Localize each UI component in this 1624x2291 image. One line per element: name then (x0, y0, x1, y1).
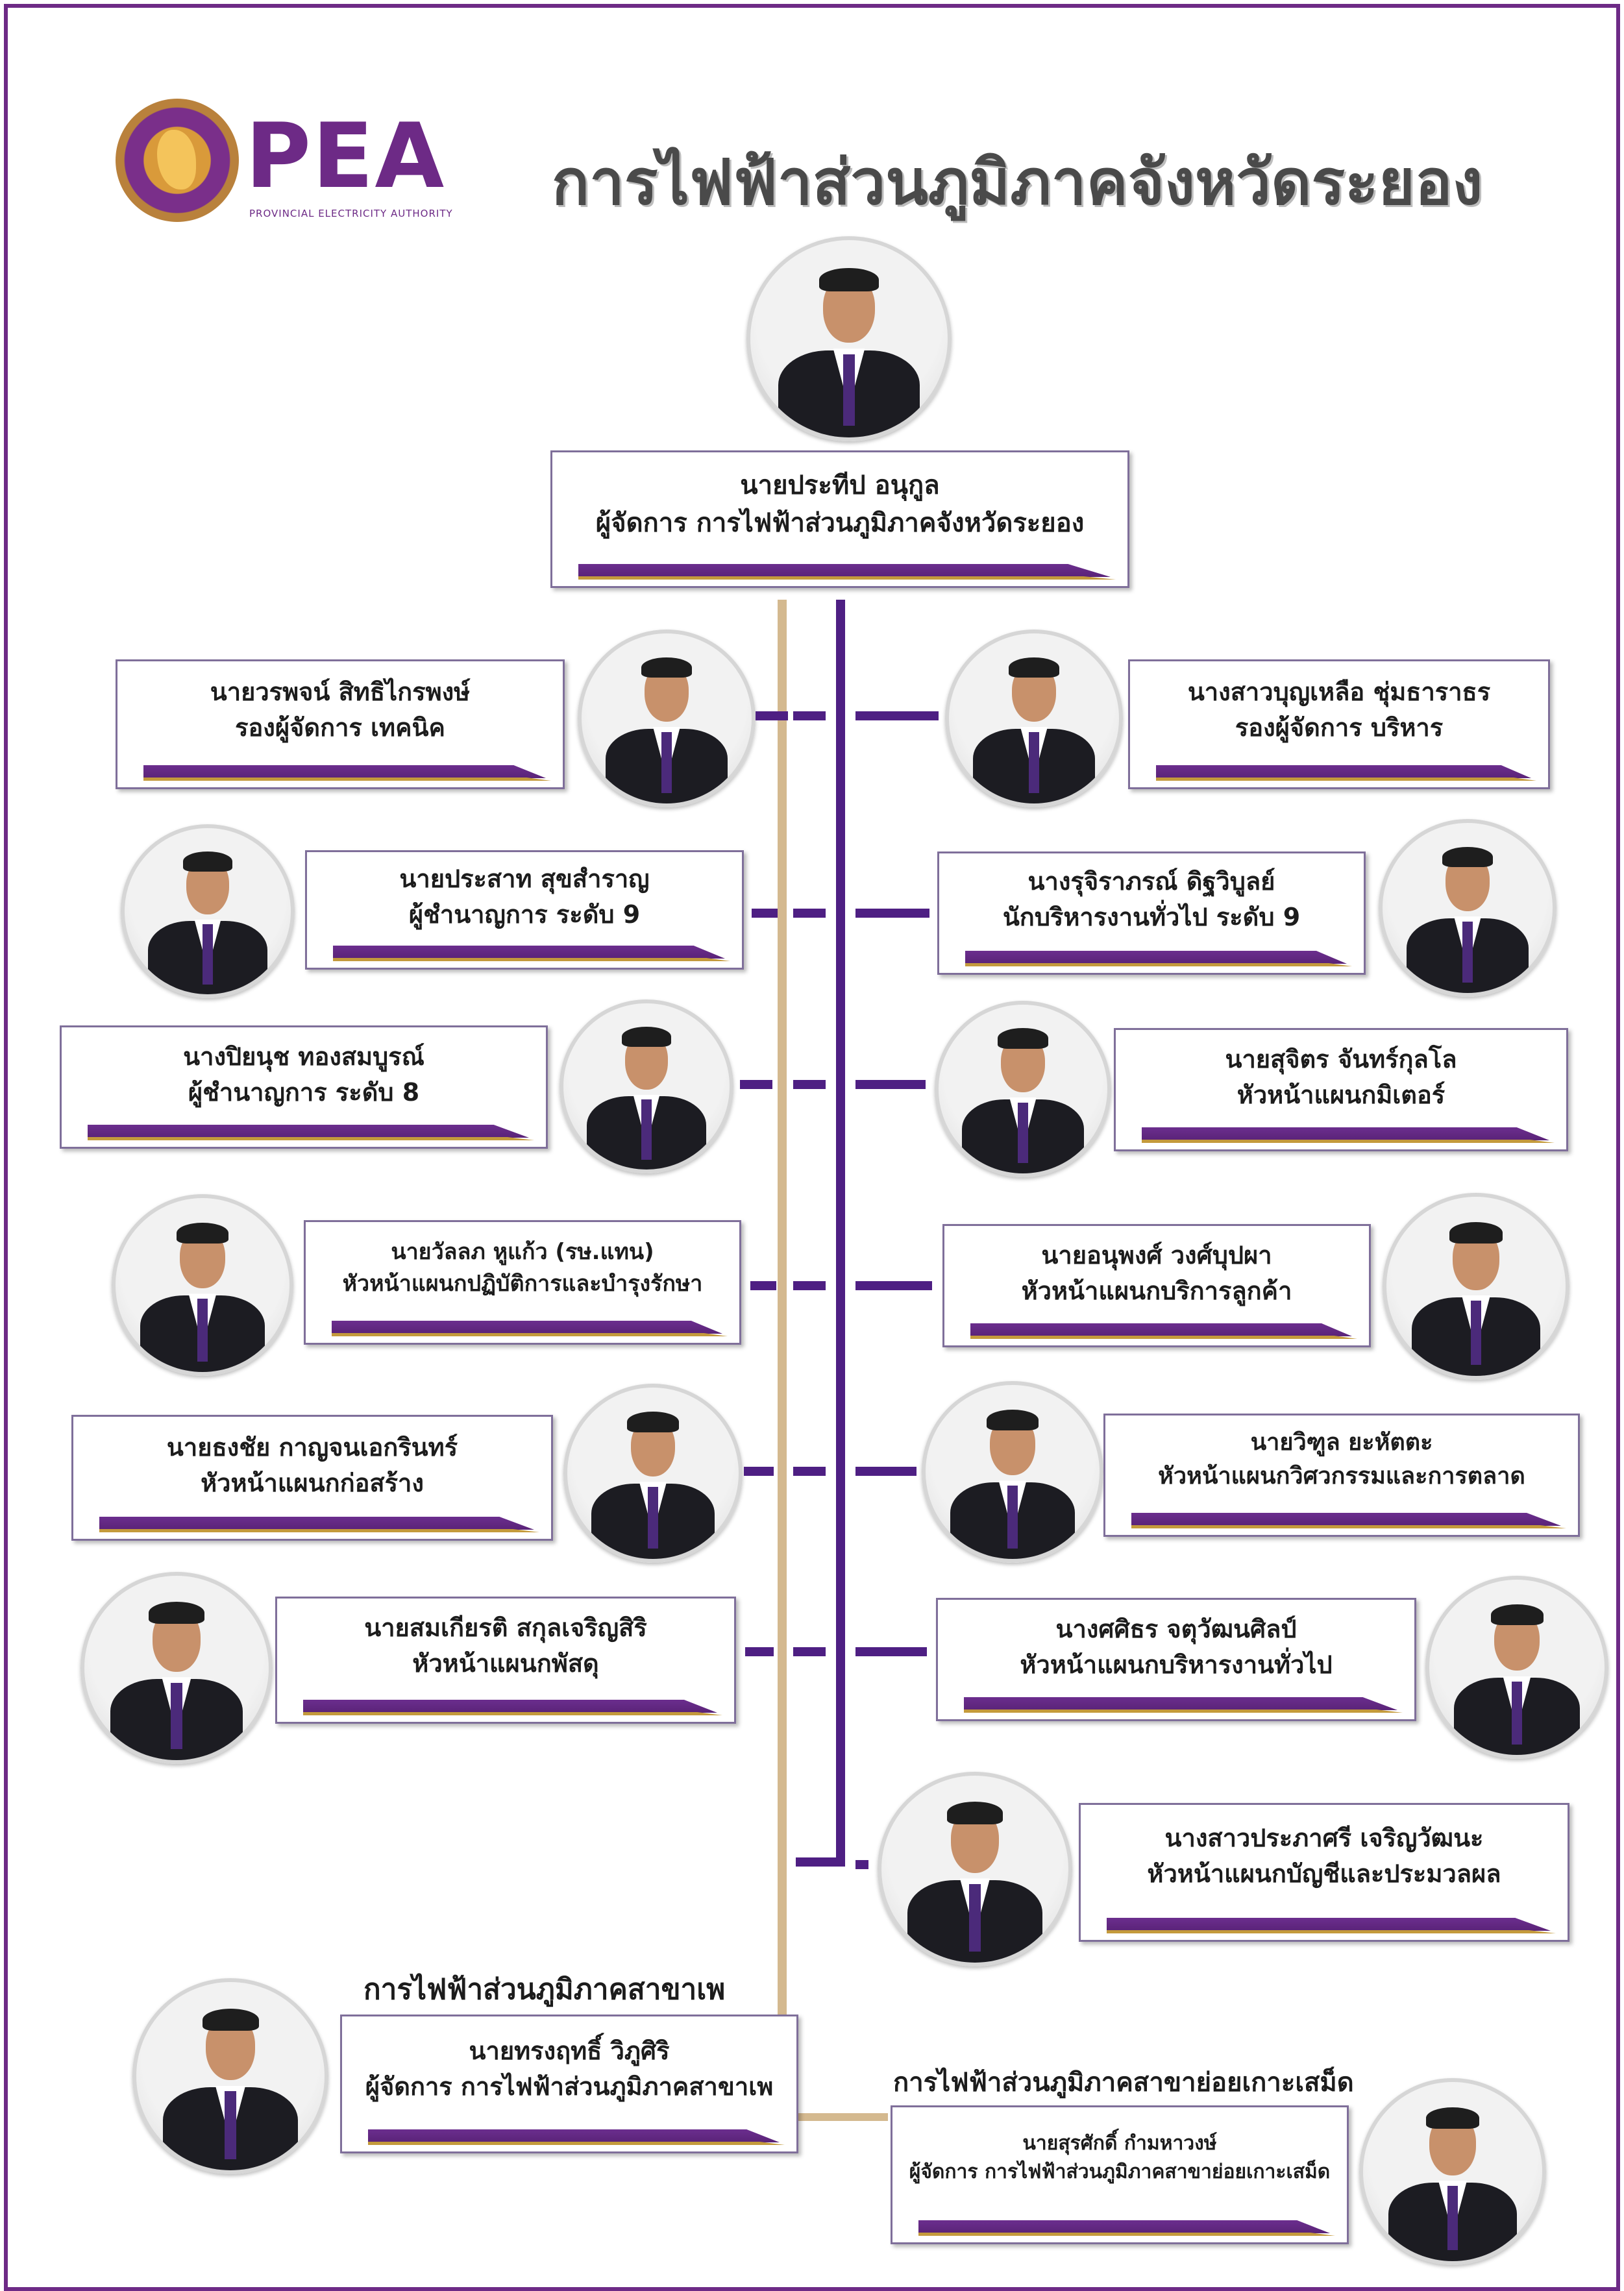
connector-right-7 (855, 1860, 868, 1869)
manager-card: นายประทีป อนุกูล ผู้จัดการ การไฟฟ้าส่วนภ… (550, 450, 1129, 588)
connector-left-6b (793, 1647, 826, 1656)
connector-right-5 (855, 1467, 917, 1476)
page-title: การไฟฟ้าส่วนภูมิภาคจังหวัดระยอง (552, 146, 1483, 219)
connector-right-2 (855, 909, 929, 918)
staff-photo-right-5 (922, 1381, 1103, 1563)
staff-photo-left-5 (563, 1384, 743, 1563)
connector-right-4 (855, 1281, 932, 1290)
branch-phe-position: ผู้จัดการ การไฟฟ้าส่วนภูมิภาคสาขาเพ (365, 2072, 774, 2101)
staff-position: ผู้ชำนาญการ ระดับ 9 (408, 900, 641, 929)
branch-connector (797, 2113, 888, 2121)
staff-position: รองผู้จัดการ เทคนิค (235, 713, 445, 742)
staff-photo-left-4 (112, 1194, 293, 1376)
branch-phe-name: นายทรงฤทธิ์ วิภูศิริ (469, 2037, 670, 2065)
staff-name: นายอนุพงศ์ วงศ์บุปผา (1041, 1241, 1272, 1269)
connector-left-2 (752, 909, 778, 918)
branch-phe-card: นายทรงฤทธิ์ วิภูศิริ ผู้จัดการ การไฟฟ้าส… (340, 2015, 798, 2153)
staff-position: หัวหน้าแผนกบัญชีและประมวลผล (1147, 1859, 1501, 1889)
staff-card-right-2: นางรุจิราภรณ์ ดิฐวิบูลย์ นักบริหารงานทั่… (937, 851, 1366, 975)
staff-card-left-6: นายสมเกียรติ สกุลเจริญสิริ หัวหน้าแผนกพั… (275, 1597, 736, 1724)
staff-photo-right-4 (1383, 1193, 1569, 1380)
branch-samet-position: ผู้จัดการ การไฟฟ้าส่วนภูมิภาคสาขาย่อยเกา… (909, 2160, 1331, 2183)
trunk-end-cap (796, 1857, 845, 1867)
connector-left-5 (744, 1467, 774, 1476)
staff-position: หัวหน้าแผนกก่อสร้าง (201, 1469, 424, 1498)
pea-seal-logo (116, 99, 239, 222)
connector-left-6 (745, 1647, 774, 1656)
staff-position: หัวหน้าแผนกบริหารงานทั่วไป (1020, 1650, 1333, 1680)
staff-card-right-6: นางศศิธร จตุวัฒนศิลป์ หัวหน้าแผนกบริหารง… (936, 1598, 1416, 1721)
staff-photo-left-2 (121, 824, 295, 998)
staff-photo-left-6 (80, 1572, 273, 1764)
manager-photo (746, 236, 952, 441)
staff-photo-left-3 (560, 999, 733, 1173)
staff-name: นายสมเกียรติ สกุลเจริญสิริ (364, 1613, 647, 1642)
staff-position: ผู้ชำนาญการ ระดับ 8 (188, 1078, 420, 1107)
staff-name: นายวรพจน์ สิทธิไกรพงษ์ (210, 678, 471, 706)
staff-photo-right-2 (1379, 819, 1556, 997)
manager-position: ผู้จัดการ การไฟฟ้าส่วนภูมิภาคจังหวัดระยอ… (595, 508, 1085, 538)
branch-samet-card: นายสุรศักดิ์ กำมหาวงษ์ ผู้จัดการ การไฟฟ้… (891, 2105, 1349, 2244)
staff-name: นางปิยนุช ทองสมบูรณ์ (183, 1042, 424, 1071)
connector-right-1 (855, 711, 939, 720)
connector-left-5b (793, 1467, 826, 1476)
pea-logo-subtitle: PROVINCIAL ELECTRICITY AUTHORITY (249, 208, 453, 219)
staff-name: นายธงชัย กาญจนเอกรินทร์ (166, 1433, 458, 1462)
staff-photo-right-1 (945, 630, 1123, 807)
branch-samet-name: นายสุรศักดิ์ กำมหาวงษ์ (1022, 2132, 1217, 2155)
staff-name: นายสุจิตร จันทร์กุลโล (1225, 1045, 1457, 1073)
staff-photo-right-3 (935, 1001, 1111, 1177)
connector-left-3 (740, 1080, 772, 1089)
connector-right-6 (855, 1647, 927, 1656)
staff-card-left-3: นางปิยนุช ทองสมบูรณ์ ผู้ชำนาญการ ระดับ 8 (60, 1025, 548, 1149)
branch-samet-title: การไฟฟ้าส่วนภูมิภาคสาขาย่อยเกาะเสม็ด (893, 2068, 1354, 2098)
branch-phe-manager-photo (132, 1978, 328, 2174)
staff-position: หัวหน้าแผนกวิศวกรรมและการตลาด (1158, 1463, 1525, 1490)
staff-name: นายวัลลภ หูแก้ว (รษ.แทน) (391, 1239, 654, 1265)
connector-left-4b (793, 1281, 826, 1290)
staff-card-right-5: นายวิฑูล ยะหัตตะ หัวหน้าแผนกวิศวกรรมและก… (1103, 1414, 1580, 1537)
staff-name: นางสาวประภาศรี เจริญวัฒนะ (1164, 1824, 1484, 1852)
staff-position: หัวหน้าแผนกมิเตอร์ (1236, 1081, 1446, 1110)
staff-name: นายประสาท สุขสำราญ (399, 864, 650, 893)
connector-left-4 (750, 1281, 776, 1290)
trunk-line-purple (836, 600, 845, 1865)
connector-left-3b (793, 1080, 826, 1089)
staff-name: นายวิฑูล ยะหัตตะ (1250, 1429, 1433, 1456)
staff-name: นางสาวบุญเหลือ ชุ่มธาราธร (1187, 678, 1491, 706)
staff-card-right-3: นายสุจิตร จันทร์กุลโล หัวหน้าแผนกมิเตอร์ (1114, 1028, 1568, 1151)
staff-card-right-1: นางสาวบุญเหลือ ชุ่มธาราธร รองผู้จัดการ บ… (1128, 659, 1550, 789)
branch-samet-manager-photo (1359, 2078, 1546, 2265)
staff-position: หัวหน้าแผนกปฏิบัติการและบำรุงรักษา (342, 1271, 703, 1297)
branch-phe-title: การไฟฟ้าส่วนภูมิภาคสาขาเพ (363, 1973, 726, 2006)
connector-left-2b (793, 909, 826, 918)
staff-position: หัวหน้าแผนกพัสดุ (412, 1649, 599, 1678)
page-frame (4, 4, 1620, 2291)
staff-photo-right-7 (878, 1772, 1072, 1966)
connector-left-1b (793, 711, 826, 720)
manager-name: นายประทีป อนุกูล (740, 471, 940, 500)
staff-position: รองผู้จัดการ บริหาร (1235, 713, 1444, 742)
pea-logo-text: PEA (245, 104, 446, 208)
staff-photo-right-6 (1425, 1576, 1608, 1759)
trunk-line-tan (778, 600, 787, 2118)
staff-card-left-1: นายวรพจน์ สิทธิไกรพงษ์ รองผู้จัดการ เทคน… (116, 659, 565, 789)
staff-card-left-5: นายธงชัย กาญจนเอกรินทร์ หัวหน้าแผนกก่อสร… (71, 1415, 553, 1541)
staff-photo-left-1 (578, 630, 756, 807)
staff-name: นางรุจิราภรณ์ ดิฐวิบูลย์ (1027, 867, 1275, 896)
staff-card-left-4: นายวัลลภ หูแก้ว (รษ.แทน) หัวหน้าแผนกปฏิบ… (304, 1220, 741, 1345)
connector-left-1 (756, 711, 788, 720)
staff-card-right-4: นายอนุพงศ์ วงศ์บุปผา หัวหน้าแผนกบริการลู… (942, 1224, 1371, 1347)
staff-card-left-2: นายประสาท สุขสำราญ ผู้ชำนาญการ ระดับ 9 (305, 850, 744, 970)
staff-position: หัวหน้าแผนกบริการลูกค้า (1021, 1277, 1292, 1306)
staff-card-right-7: นางสาวประภาศรี เจริญวัฒนะ หัวหน้าแผนกบัญ… (1079, 1803, 1569, 1942)
staff-name: นางศศิธร จตุวัฒนศิลป์ (1055, 1615, 1297, 1643)
staff-position: นักบริหารงานทั่วไป ระดับ 9 (1002, 903, 1301, 932)
connector-right-3 (855, 1080, 926, 1089)
